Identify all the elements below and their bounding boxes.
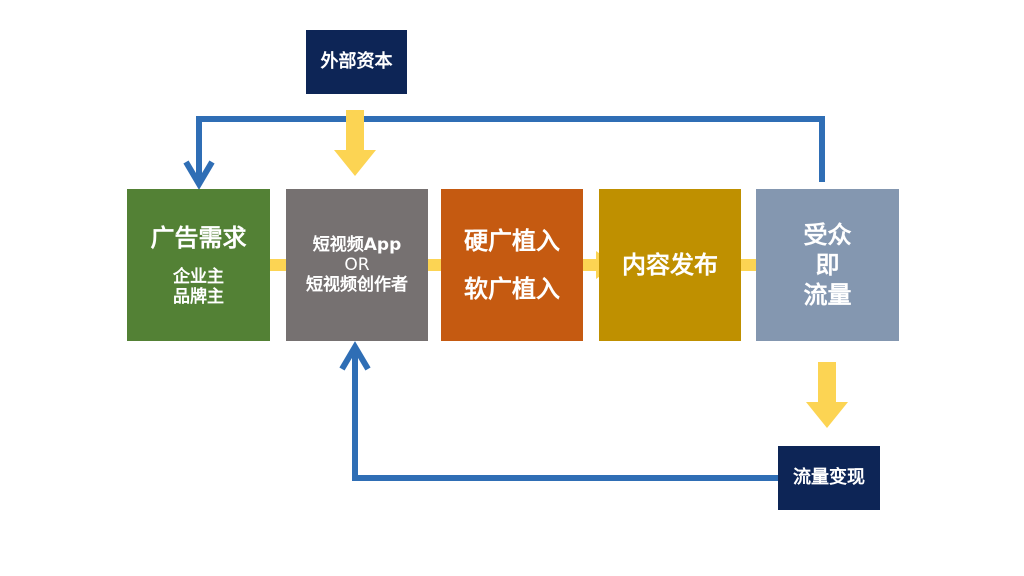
top-feedback-arrowhead bbox=[183, 160, 215, 190]
ad-demand-brand: 品牌主 bbox=[173, 287, 224, 307]
ad-demand-title: 广告需求 bbox=[150, 224, 247, 252]
monetize-down-arrow bbox=[806, 362, 848, 428]
content-publish-box: 内容发布 bbox=[599, 189, 741, 341]
external-capital-label: 外部资本 bbox=[320, 51, 393, 72]
soft-ad-label: 软广植入 bbox=[464, 275, 560, 303]
hard-ad-label: 硬广植入 bbox=[464, 227, 560, 255]
short-video-app-label: 短视频App bbox=[312, 235, 402, 255]
traffic-monetization-box: 流量变现 bbox=[778, 446, 880, 510]
traffic-label: 流量 bbox=[803, 281, 852, 309]
equals-label: 即 bbox=[815, 251, 840, 279]
traffic-monetization-label: 流量变现 bbox=[793, 467, 865, 488]
ad-demand-enterprise: 企业主 bbox=[173, 267, 224, 287]
short-video-or-label: OR bbox=[344, 255, 370, 275]
top-feedback-line bbox=[196, 116, 825, 182]
bottom-feedback-arrowhead bbox=[339, 341, 371, 371]
short-video-box: 短视频App OR 短视频创作者 bbox=[286, 189, 428, 341]
capital-down-arrow bbox=[334, 110, 376, 176]
content-publish-label: 内容发布 bbox=[622, 251, 718, 279]
bottom-feedback-line bbox=[352, 352, 778, 481]
external-capital-box: 外部资本 bbox=[306, 30, 407, 94]
audience-traffic-box: 受众 即 流量 bbox=[756, 189, 899, 341]
ad-placement-box: 硬广植入 软广植入 bbox=[441, 189, 583, 341]
audience-label: 受众 bbox=[803, 221, 852, 249]
ad-demand-box: 广告需求 企业主 品牌主 bbox=[127, 189, 270, 341]
short-video-creator-label: 短视频创作者 bbox=[306, 275, 408, 295]
